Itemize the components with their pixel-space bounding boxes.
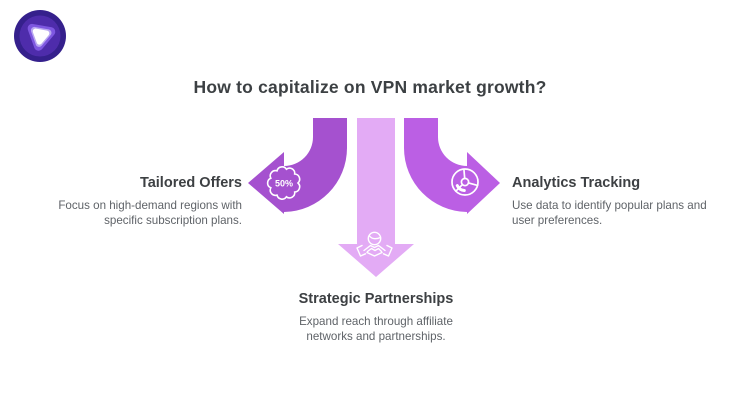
branch-analytics-tracking: Analytics Tracking Use data to identify …: [512, 175, 712, 228]
branch-label: Analytics Tracking: [512, 175, 641, 191]
branch-tailored-offers: Tailored Offers Focus on high-demand reg…: [37, 175, 242, 228]
branch-label: Tailored Offers: [139, 175, 242, 191]
pie-outer-circle: [451, 168, 479, 196]
branch-description: Use data to identify popular plans and u…: [512, 199, 707, 227]
branch-label: Strategic Partnerships: [298, 291, 454, 307]
page-title: How to capitalize on VPN market growth?: [193, 77, 547, 97]
pie-spoke-up: [463, 168, 466, 180]
handshake-clasp-bottom: [366, 251, 383, 257]
handshake-arms: [363, 244, 386, 252]
scalloped-badge-outline: [266, 166, 301, 200]
discount-badge-icon: 50%: [266, 166, 301, 200]
globe-circle: [367, 231, 382, 246]
handshake-fingers: [366, 247, 383, 253]
left-curved-arrow: [248, 118, 348, 214]
handshake-icon: [356, 231, 393, 257]
badge-percent-text: 50%: [275, 179, 293, 189]
branch-description: Focus on high-demand regions with specif…: [58, 199, 242, 227]
pie-chart-icon: [451, 168, 479, 196]
handshake-left-cuff: [356, 244, 367, 257]
vpn-brand-logo-icon: [14, 10, 66, 62]
branch-description: Expand reach through affiliate networks …: [299, 315, 453, 343]
logo-core: [32, 28, 50, 45]
pie-spoke-right: [467, 182, 479, 187]
handshake-right-cuff: [382, 244, 393, 257]
globe-detail-line: [368, 235, 382, 240]
branch-strategic-partnerships: Strategic Partnerships Expand reach thro…: [276, 291, 476, 344]
pie-slice-wedge: [455, 184, 466, 192]
down-arrow: [338, 118, 414, 277]
right-curved-arrow: [403, 118, 500, 214]
